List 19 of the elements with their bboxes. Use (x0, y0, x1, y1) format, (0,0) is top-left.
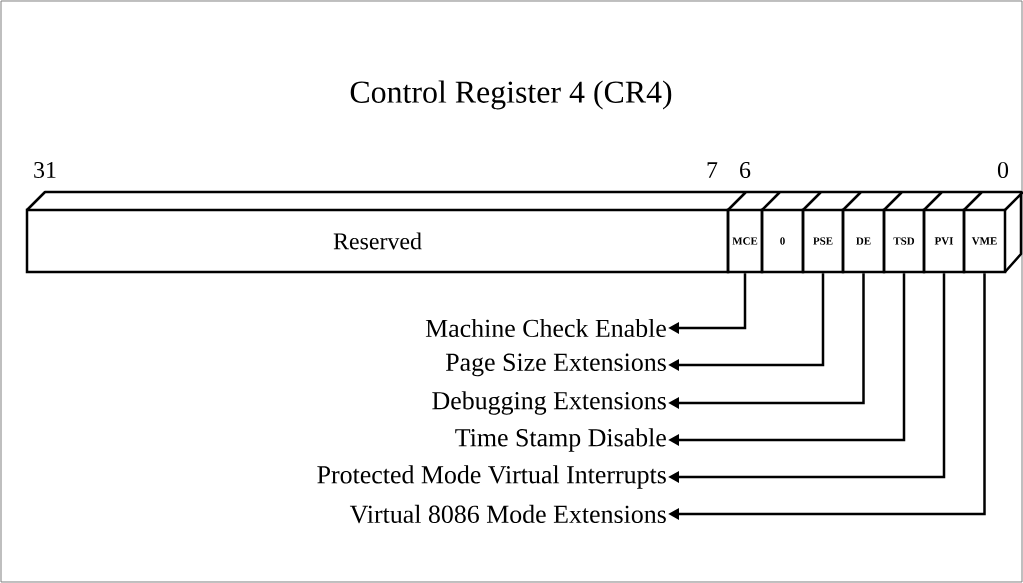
bit-cell: PVI (922, 208, 966, 274)
bit-cell: MCE (726, 208, 764, 274)
bit-number: 0 (997, 161, 1009, 179)
bit-number: 6 (740, 161, 751, 179)
flag-description: Time Stamp Disable (455, 428, 666, 452)
flag-description: Protected Mode Virtual Interrupts (317, 465, 666, 489)
bit-cell: VME (962, 208, 1007, 274)
bit-number: 31 (34, 161, 56, 179)
bit-number: 7 (707, 162, 718, 178)
flag-description: Virtual 8086 Mode Extensions (349, 504, 666, 524)
bit-cell: DE (841, 208, 886, 274)
bit-cell: 0 (760, 208, 805, 274)
flag-description: Debugging Extensions (432, 391, 666, 415)
register-field: Reserved (25, 208, 730, 274)
flag-description: Machine Check Enable (425, 318, 666, 338)
bit-cell: PSE (801, 208, 845, 274)
bit-cell: TSD (882, 208, 926, 274)
title: Control Register 4 (CR4) (350, 80, 672, 110)
flag-description: Page Size Extensions (446, 353, 666, 377)
